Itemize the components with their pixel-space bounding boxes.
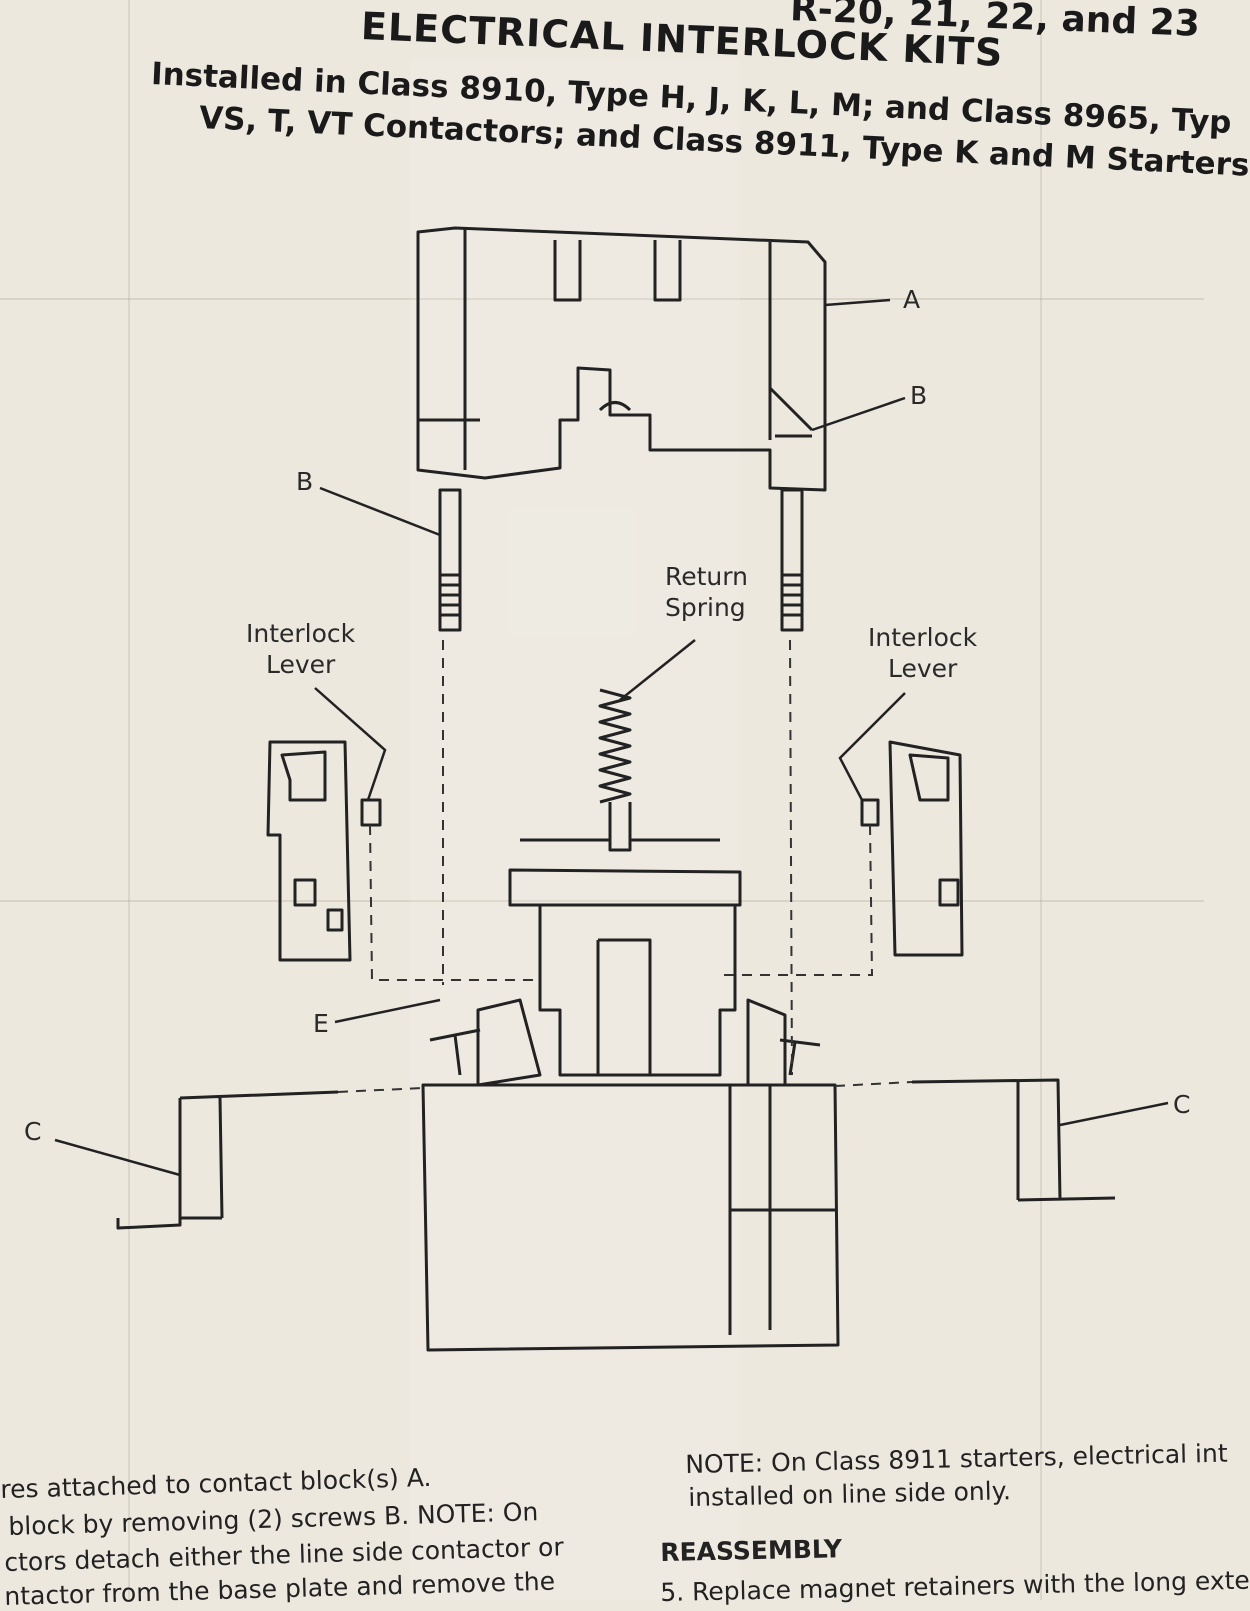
- interlock-lever-right: [860, 740, 964, 957]
- return-spring: [598, 688, 632, 804]
- screw-left: [438, 488, 462, 632]
- screw-right: [780, 488, 804, 632]
- reassembly-heading: REASSEMBLY: [660, 1534, 843, 1567]
- magnet-core: [538, 905, 737, 1077]
- base-unit: [421, 1083, 840, 1352]
- label-c-left: C: [24, 1117, 41, 1146]
- label-e: E: [313, 1009, 329, 1038]
- paper-fold: [0, 298, 1204, 300]
- interlock-lever-label-right: Interlock: [868, 623, 978, 652]
- armature: [508, 838, 742, 907]
- return-spring-label: Return: [665, 562, 748, 591]
- paper-fold: [1040, 0, 1042, 1600]
- interlock-lever-label-left: Interlock: [246, 619, 356, 648]
- bracket-c-right: [911, 1078, 1116, 1202]
- contact-block-a: [416, 226, 827, 492]
- label-a: A: [903, 285, 920, 314]
- label-b-right: B: [910, 381, 927, 410]
- return-spring-label: Spring: [665, 593, 746, 622]
- exploded-assembly-diagram: A B B Return Spring Interlock Lever Inte…: [24, 226, 1190, 1352]
- bracket-c-left: [116, 1090, 339, 1230]
- label-b-left: B: [296, 467, 313, 496]
- interlock-lever-left: [266, 740, 382, 962]
- paper-fold: [128, 0, 130, 1600]
- interlock-lever-label-right: Lever: [888, 654, 958, 683]
- paper-fold: [0, 900, 1204, 902]
- label-c-right: C: [1173, 1090, 1190, 1119]
- interlock-lever-label-left: Lever: [266, 650, 336, 679]
